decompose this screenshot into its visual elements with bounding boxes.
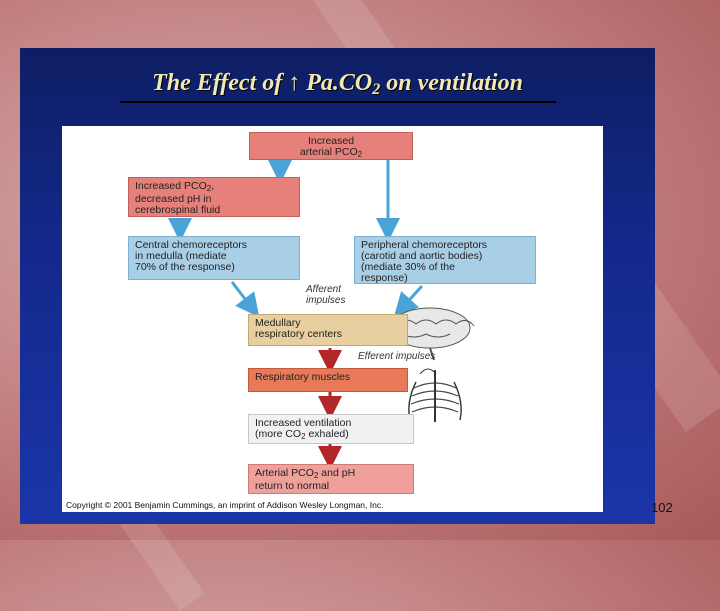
ribcage-icon [408,368,462,422]
arrow-central-to-medullary [230,281,260,318]
box-respiratory-muscles: Respiratory muscles [248,368,408,392]
box-text: exhaled) [305,428,349,440]
box-text: in medulla (mediate [135,250,227,262]
box-text: arterial PCO [299,146,358,158]
slide-title-suffix: on ventilation [380,70,523,96]
box-central-chemoreceptors: Central chemoreceptors in medulla (media… [128,236,300,280]
box-text: 70% of the response) [135,261,235,273]
box-text: (carotid and aortic bodies) [361,250,483,262]
box-increased-ventilation: Increased ventilation (more CO2 exhaled) [248,414,414,444]
slide-title: The Effect of ↑ Pa.CO2 on ventilation [20,70,655,103]
box-text: Arterial PCO [255,467,314,479]
box-text: , [211,180,215,192]
box-text: Respiratory muscles [255,371,351,383]
slide-title-prefix: The Effect of ↑ Pa.CO [152,70,373,96]
box-peripheral-chemoreceptors: Peripheral chemoreceptors (carotid and a… [354,236,536,284]
label-text: impulses [306,295,346,306]
box-text: (mediate 30% of the [361,261,455,273]
copyright-text: Copyright © 2001 Benjamin Cummings, an i… [66,500,384,510]
box-text: return to normal [255,480,330,492]
box-text: decreased pH in [135,193,212,205]
box-text: Medullary [255,317,301,329]
arrow-to-csf [268,159,292,184]
box-text: Increased ventilation [255,417,352,429]
diagram-arrows [168,159,475,470]
box-subscript: 2 [313,471,319,480]
box-text: Increased [307,135,355,147]
box-increased-arterial-pco2: Increased arterial PCO2 [249,132,413,160]
box-subscript: 2 [357,150,363,159]
box-return-to-normal: Arterial PCO2 and pH return to normal [248,464,414,494]
box-text: Central chemoreceptors [135,239,248,251]
label-afferent-impulses: Afferent impulses [306,284,345,306]
box-subscript: 2 [206,184,212,193]
arrow-peripheral-to-medullary [393,284,424,317]
box-text: cerebrospinal fluid [135,204,221,216]
box-text: response) [361,272,408,284]
box-text: Increased PCO [135,180,207,192]
box-text: and pH [318,467,356,479]
box-text: Peripheral chemoreceptors [361,239,488,251]
label-efferent-impulses: Efferent impulses [358,351,435,362]
page-number: 102 [651,500,673,515]
box-medullary-respiratory-centers: Medullary respiratory centers [248,314,408,346]
label-text: Efferent impulses [358,351,436,362]
flow-diagram: Increased arterial PCO2 Increased PCO2, … [62,126,603,512]
box-subscript: 2 [301,432,306,441]
box-text: respiratory centers [255,328,342,340]
box-text: (more CO [255,428,302,440]
label-text: Afferent [306,284,342,295]
slide-title-subscript: 2 [372,81,381,98]
title-underline [119,101,556,103]
box-csf-ph: Increased PCO2, decreased pH in cerebros… [128,177,300,217]
slide-panel: The Effect of ↑ Pa.CO2 on ventilation [20,48,655,524]
